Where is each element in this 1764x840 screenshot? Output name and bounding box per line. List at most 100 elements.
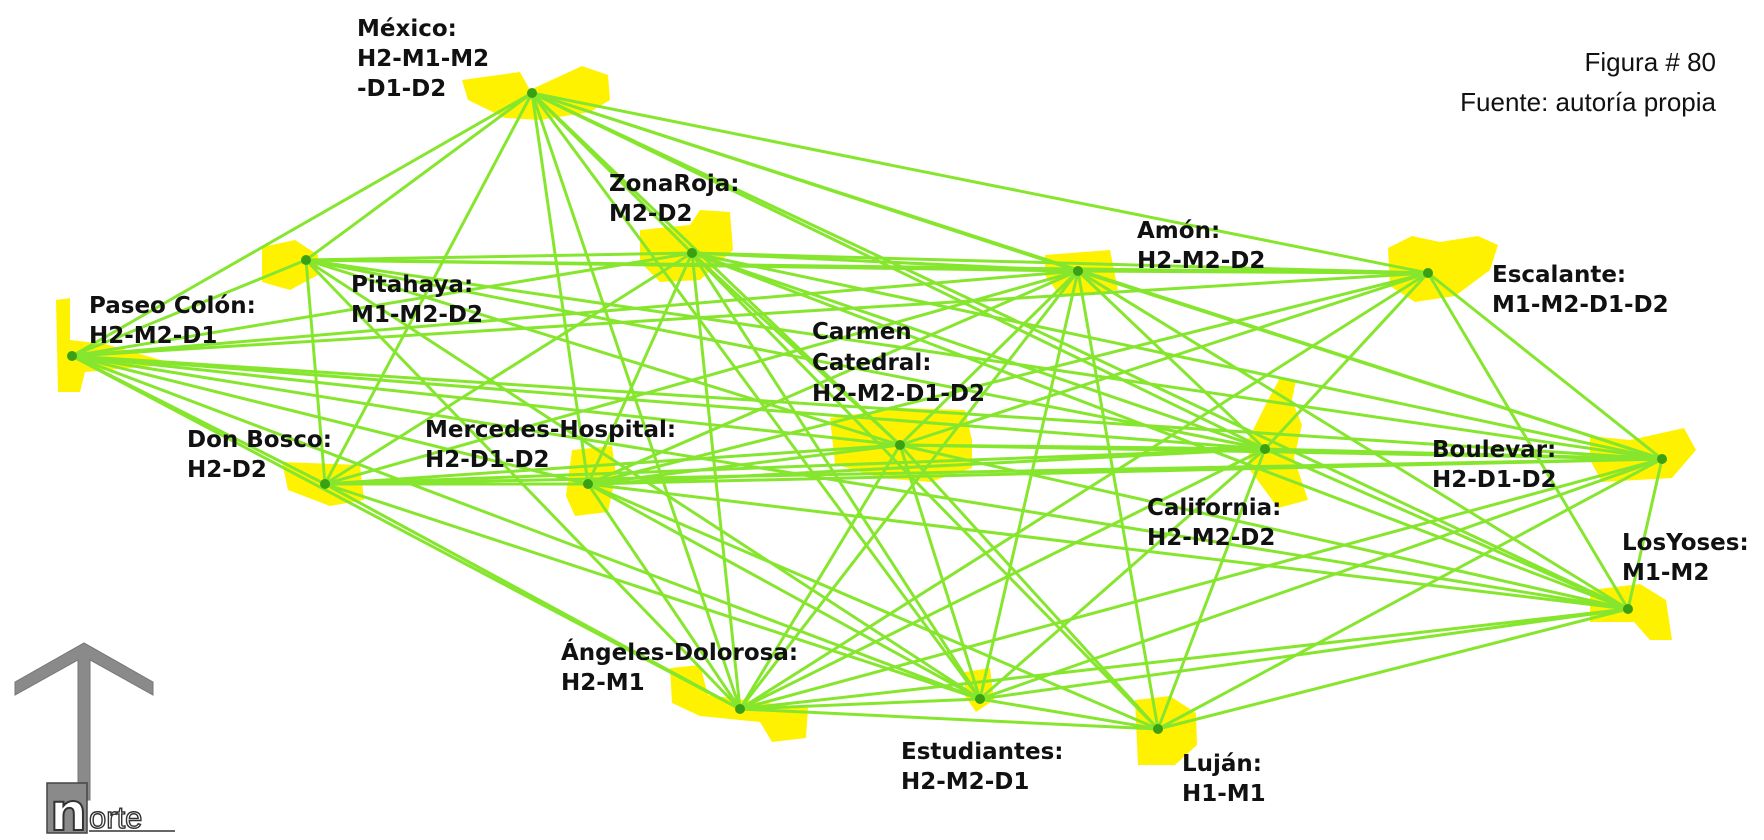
node-boulevar — [1657, 454, 1667, 464]
node-don-bosco — [320, 479, 330, 489]
edge-zonaroja-don-bosco — [323, 251, 694, 486]
edge-zonaroja-paseo-colon — [70, 251, 694, 358]
label-pitahaya: Pitahaya: M1-M2-D2 — [351, 272, 483, 328]
north-arrow-shape — [14, 642, 154, 801]
label-line: M1-M2-D2 — [351, 302, 483, 328]
edge-mexico-pitahaya — [304, 91, 534, 262]
edge-paseo-colon-losyoses — [70, 354, 1630, 611]
figure-number: Figura # 80 — [1584, 47, 1716, 77]
label-line: H2-M1-M2 — [357, 46, 489, 72]
label-don-bosco: Don Bosco: H2-D2 — [187, 427, 332, 483]
edge-mercedes-hospital-angeles-dolorosa — [586, 482, 742, 711]
node-losyoses — [1623, 604, 1633, 614]
edge-boulevar-estudiantes — [978, 457, 1664, 701]
north-n-box — [46, 782, 88, 834]
edge-pitahaya-boulevar — [304, 258, 1664, 461]
edge-escalante-california — [1263, 271, 1430, 451]
label-losyoses: LosYoses: M1-M2 — [1622, 530, 1749, 586]
zone-blob — [56, 298, 175, 392]
node-california — [1260, 444, 1270, 454]
label-line: Carmen — [812, 319, 912, 345]
node-zonaroja — [687, 248, 697, 258]
edge-mercedes-hospital-carmen-catedral — [586, 443, 902, 486]
edge-escalante-paseo-colon — [70, 271, 1430, 358]
edge-zonaroja-pitahaya — [304, 251, 694, 262]
edge-mercedes-hospital-california — [586, 447, 1267, 486]
label-line: H2-D2 — [187, 457, 267, 483]
edge-california-estudiantes — [978, 447, 1267, 701]
edge-paseo-colon-california — [70, 354, 1267, 451]
label-paseo-colon: Paseo Colón:H2-M2-D1 — [89, 293, 256, 349]
label-line: Boulevar: — [1432, 437, 1556, 463]
label-line: M2-D2 — [609, 201, 693, 227]
edge-don-bosco-california — [323, 447, 1267, 486]
edge-carmen-catedral-estudiantes — [898, 443, 982, 701]
edge-mexico-don-bosco — [323, 91, 534, 486]
figure-source: Fuente: autoría propia — [1460, 87, 1716, 117]
edge-paseo-colon-boulevar — [70, 354, 1664, 461]
edge-amon-california — [1076, 269, 1267, 451]
edge-escalante-pitahaya — [304, 258, 1430, 275]
edge-estudiantes-lujan — [978, 697, 1160, 731]
edge-escalante-losyoses — [1426, 271, 1630, 611]
edge-zonaroja-mercedes-hospital — [586, 251, 694, 486]
edge-amon-boulevar — [1076, 269, 1664, 461]
label-line: Pitahaya: — [351, 272, 473, 298]
zone-blob — [1135, 696, 1197, 765]
edge-losyoses-estudiantes — [978, 607, 1630, 701]
edge-pitahaya-don-bosco — [304, 258, 327, 486]
edge-mexico-california — [530, 91, 1267, 451]
edge-escalante-boulevar — [1426, 271, 1664, 461]
edge-escalante-angeles-dolorosa — [738, 271, 1430, 711]
label-mercedes-hospital: Mercedes-Hospital:H2-D1-D2 — [425, 417, 676, 473]
label-escalante: Escalante: M1-M2-D1-D2 — [1492, 262, 1669, 318]
node-angeles-dolorosa — [735, 704, 745, 714]
node-paseo-colon — [67, 351, 77, 361]
label-lujan: Luján:H1-M1 — [1182, 751, 1266, 807]
edge-mercedes-hospital-losyoses — [586, 482, 1630, 611]
edge-mercedes-hospital-boulevar — [586, 457, 1664, 486]
edge-zonaroja-lujan — [690, 251, 1160, 731]
north-label: orte — [89, 800, 142, 835]
label-line: Escalante: — [1492, 262, 1626, 288]
edge-mexico-carmen-catedral — [530, 91, 902, 447]
label-line: Ángeles-Dolorosa: — [561, 638, 798, 666]
label-line: M1-M2-D1-D2 — [1492, 292, 1669, 318]
label-line: H2-M2-D1 — [901, 769, 1029, 795]
edge-zonaroja-losyoses — [690, 251, 1630, 611]
label-line: M1-M2 — [1622, 560, 1709, 586]
edge-carmen-catedral-angeles-dolorosa — [738, 443, 902, 711]
edge-mexico-estudiantes — [530, 91, 982, 701]
label-zonaroja: ZonaRoja: M2-D2 — [609, 171, 740, 227]
node-estudiantes — [975, 694, 985, 704]
node-carmen-catedral — [895, 440, 905, 450]
label-line: ZonaRoja: — [609, 171, 740, 197]
label-line: Paseo Colón: — [89, 293, 256, 319]
edge-paseo-colon-estudiantes — [70, 354, 982, 701]
edge-amon-mercedes-hospital — [586, 269, 1080, 486]
edge-don-bosco-angeles-dolorosa — [323, 482, 742, 711]
node-pitahaya — [301, 255, 311, 265]
north-arrow-icon: n orte — [14, 642, 175, 840]
edge-zonaroja-escalante — [690, 251, 1430, 275]
node-points — [67, 88, 1667, 734]
node-mexico — [527, 88, 537, 98]
edge-zonaroja-estudiantes — [690, 251, 982, 701]
edge-losyoses-lujan — [1156, 607, 1630, 731]
edge-paseo-colon-pitahaya — [70, 258, 308, 358]
label-line: Don Bosco: — [187, 427, 332, 453]
label-line: H2-M1 — [561, 670, 645, 696]
label-amon: Amón:H2-M2-D2 — [1137, 218, 1265, 274]
label-line: México: — [357, 16, 457, 42]
edge-amon-angeles-dolorosa — [738, 269, 1080, 711]
edge-pitahaya-california — [304, 258, 1267, 451]
edge-boulevar-losyoses — [1626, 457, 1664, 611]
connection-lines — [70, 91, 1664, 731]
edge-angeles-dolorosa-lujan — [738, 707, 1160, 731]
label-line: Catedral: — [812, 350, 931, 376]
label-line: H2-M2-D2 — [1147, 525, 1275, 551]
edge-amon-estudiantes — [978, 269, 1080, 701]
north-letter: n — [50, 783, 87, 835]
label-line: LosYoses: — [1622, 530, 1749, 556]
